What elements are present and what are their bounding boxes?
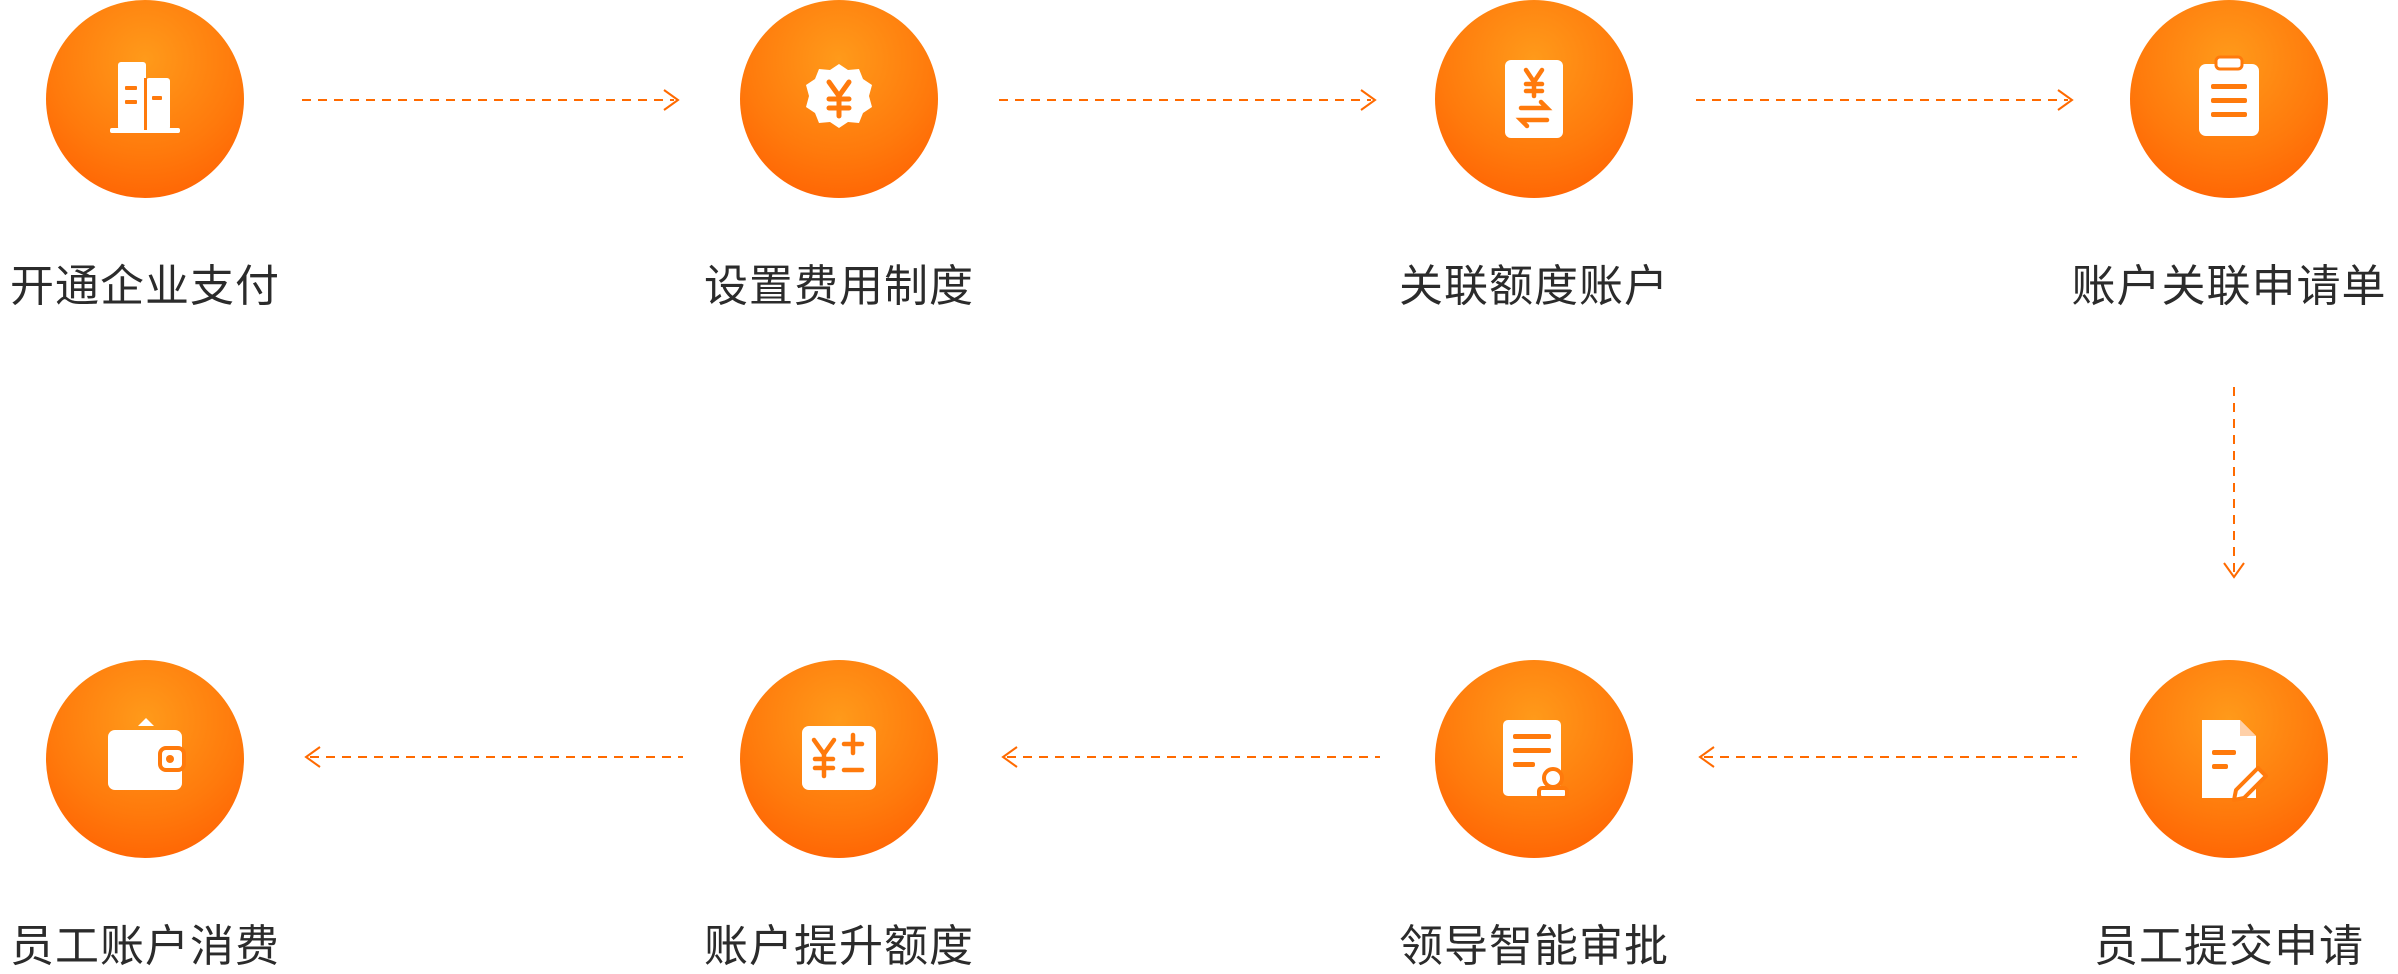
step-open-enterprise-payment: 开通企业支付 xyxy=(0,0,305,314)
arrow-right-1 xyxy=(302,89,680,111)
wallet-icon xyxy=(108,718,186,790)
step-employee-account-spending: 员工账户消费 xyxy=(0,660,305,974)
document-approval-icon xyxy=(1503,720,1569,800)
yuan-gear-icon xyxy=(806,64,872,128)
step-account-application-form: 账户关联申请单 xyxy=(2069,0,2389,314)
step-set-expense-policy: 设置费用制度 xyxy=(679,0,999,314)
yuan-transfer-icon xyxy=(1505,60,1563,138)
step-leader-approval: 领导智能审批 xyxy=(1374,660,1694,974)
arrow-left-1 xyxy=(1698,746,2077,768)
step-label: 设置费用制度 xyxy=(704,261,974,312)
step-circle xyxy=(740,660,938,858)
arrow-right-3 xyxy=(1696,89,2074,111)
yuan-calculator-icon xyxy=(802,726,876,790)
step-employee-submit: 员工提交申请 xyxy=(2069,660,2389,974)
step-circle xyxy=(1435,0,1633,198)
clipboard-icon xyxy=(2199,55,2259,136)
step-label: 关联额度账户 xyxy=(1399,261,1669,312)
step-circle xyxy=(2130,0,2328,198)
arrow-left-2 xyxy=(1001,746,1380,768)
step-label: 账户提升额度 xyxy=(704,921,974,972)
step-circle xyxy=(46,0,244,198)
building-icon xyxy=(110,62,180,133)
document-edit-icon xyxy=(2202,720,2268,802)
step-circle xyxy=(740,0,938,198)
step-link-quota-account: 关联额度账户 xyxy=(1374,0,1694,314)
step-label: 员工账户消费 xyxy=(10,921,280,972)
arrow-right-2 xyxy=(999,89,1377,111)
step-label: 开通企业支付 xyxy=(10,261,280,312)
step-circle xyxy=(1435,660,1633,858)
step-account-raise-quota: 账户提升额度 xyxy=(679,660,999,974)
arrow-down xyxy=(2223,387,2245,579)
step-circle xyxy=(46,660,244,858)
step-label: 员工提交申请 xyxy=(2094,921,2364,972)
arrow-left-3 xyxy=(304,746,683,768)
step-label: 账户关联申请单 xyxy=(2071,261,2387,312)
step-label: 领导智能审批 xyxy=(1399,921,1669,972)
step-circle xyxy=(2130,660,2328,858)
